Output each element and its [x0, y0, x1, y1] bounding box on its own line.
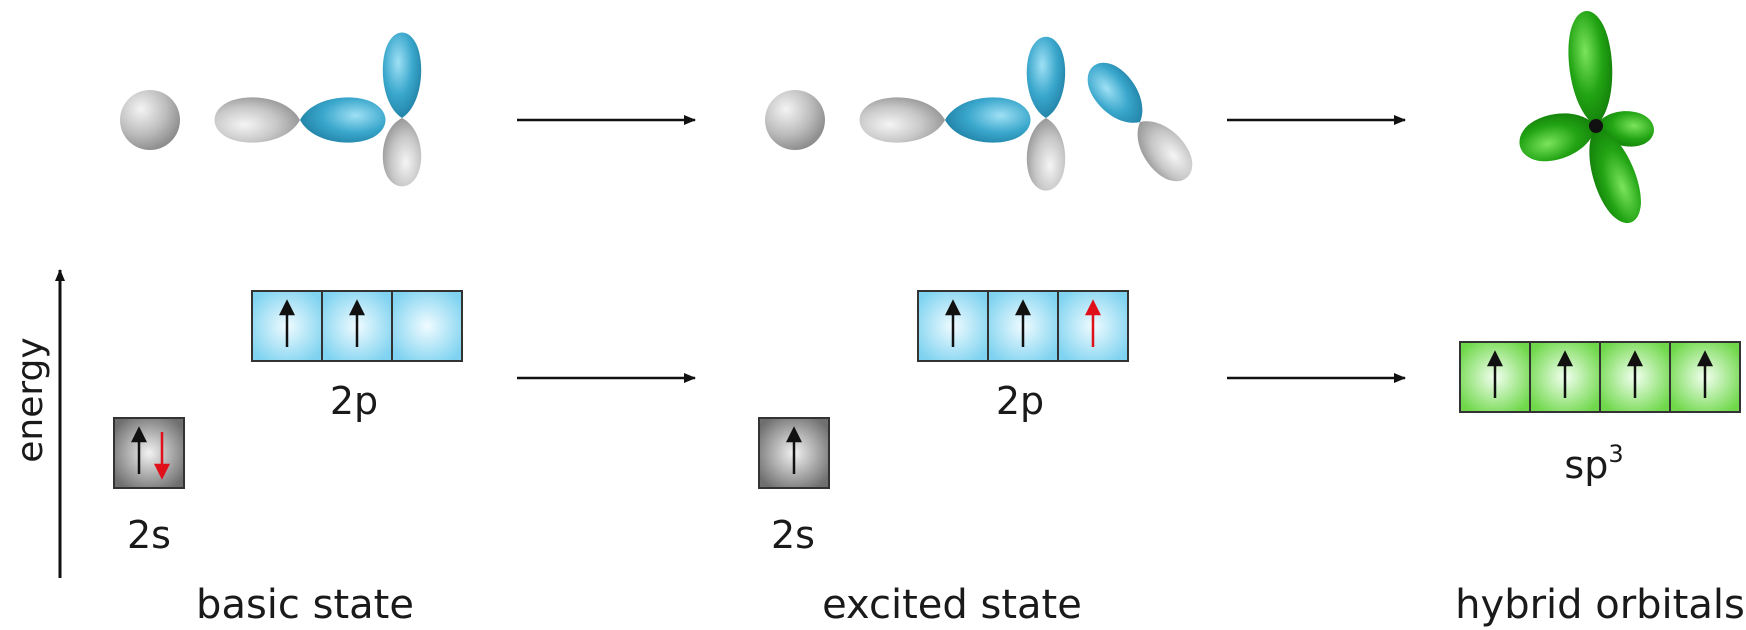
s-orbital-sphere-basic: [120, 90, 180, 150]
basic-2s-box: [113, 417, 185, 489]
excited-state-label: excited state: [822, 582, 1082, 628]
hybrid-orbitals-label: hybrid orbitals: [1455, 582, 1745, 628]
p-orbital-horizontal-excited: [859, 97, 1031, 143]
excited-2s-box: [758, 417, 830, 489]
excited-2s-label: 2s: [771, 513, 815, 557]
sp3-label: sp3: [1564, 440, 1623, 487]
p-orbital-horizontal-basic: [214, 97, 386, 143]
sp3-hybrid-orbitals: [1514, 9, 1656, 230]
p-orbital-diagonal-excited: [1077, 53, 1203, 191]
s-orbital-sphere-excited: [765, 90, 825, 150]
p-orbital-vertical-basic: [382, 32, 422, 187]
excited-2p-boxes: [917, 290, 1129, 362]
energy-axis-label: energy: [10, 337, 51, 462]
basic-2p-boxes: [251, 290, 463, 362]
excited-2p-label: 2p: [996, 379, 1044, 423]
hybrid-sp3-boxes: [1459, 341, 1741, 413]
basic-state-label: basic state: [196, 582, 414, 628]
basic-2s-label: 2s: [127, 513, 171, 557]
basic-2p-label: 2p: [330, 379, 378, 423]
p-orbital-vertical-excited: [1026, 36, 1066, 191]
